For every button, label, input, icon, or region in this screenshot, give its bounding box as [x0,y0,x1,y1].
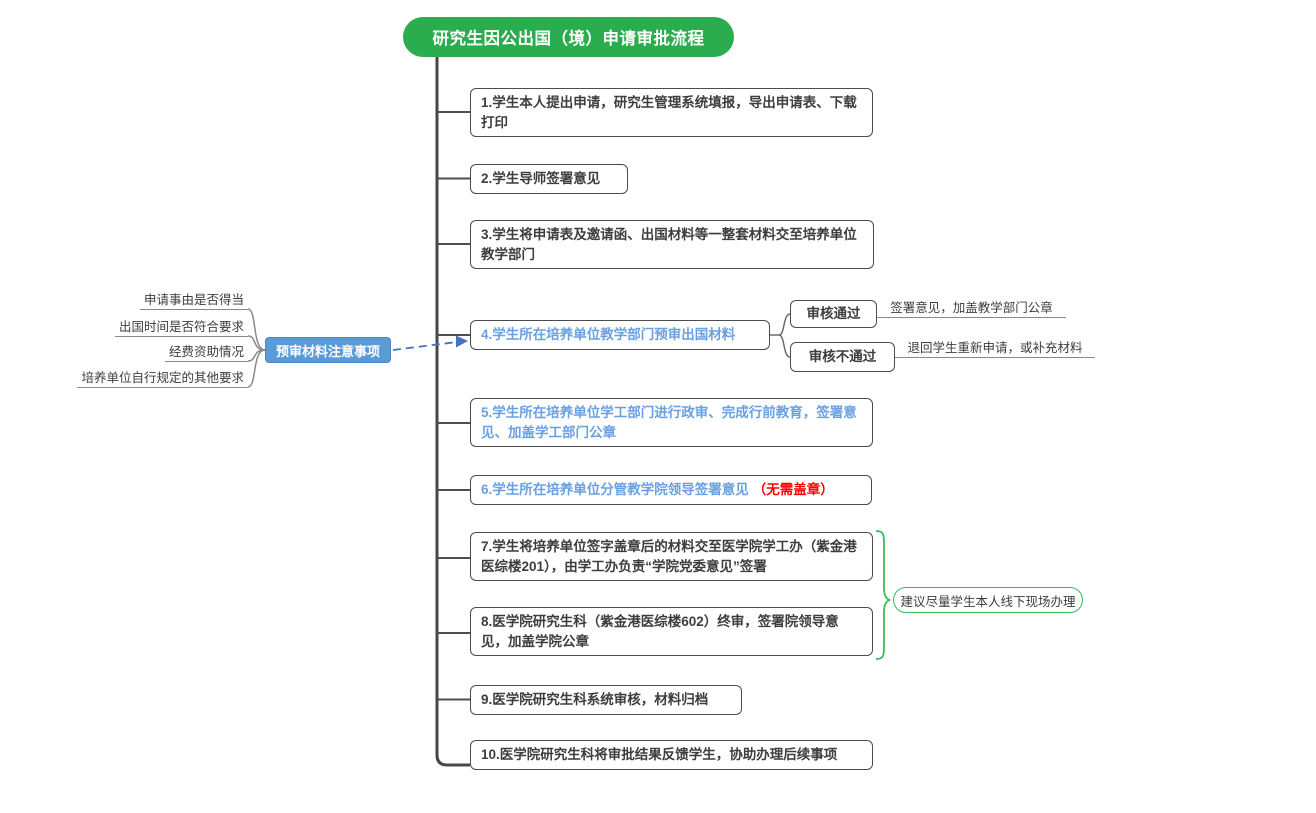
step-1-text: 1.学生本人提出申请，研究生管理系统填报，导出申请表、下载打印 [481,95,857,130]
review-pass-node[interactable]: 审核通过 [790,300,877,328]
dashed-arrow [392,335,468,351]
review-pass-note-text: 签署意见，加盖教学部门公章 [890,301,1053,315]
step-6-text: 6.学生所在培养单位分管教学院领导签署意见 [481,482,749,497]
step-node-8[interactable]: 8.医学院研究生科（紫金港医综楼602）终审，签署院领导意见，加盖学院公章 [470,607,873,656]
step-node-4[interactable]: 4.学生所在培养单位教学部门预审出国材料 [470,320,770,350]
precheck-item-2[interactable]: 出国时间是否符合要求 [114,319,248,337]
review-fork [770,313,791,358]
precheck-item-3[interactable]: 经费资助情况 [164,344,248,362]
precheck-item-4-text: 培养单位自行规定的其他要求 [81,371,244,385]
root-topic-label: 研究生因公出国（境）申请审批流程 [432,30,705,48]
review-pass-note[interactable]: 签署意见，加盖教学部门公章 [877,300,1066,318]
precheck-item-1-text: 申请事由是否得当 [143,293,244,307]
suggestion-pill-text: 建议尽量学生本人线下现场办理 [900,594,1076,609]
review-fail-node[interactable]: 审核不通过 [790,342,895,372]
step-node-10[interactable]: 10.医学院研究生科将审批结果反馈学生，协助办理后续事项 [470,740,873,770]
precheck-item-1[interactable]: 申请事由是否得当 [139,292,248,310]
step-node-9[interactable]: 9.医学院研究生科系统审核，材料归档 [470,685,742,715]
review-fail-note[interactable]: 退回学生重新申请，或补充材料 [895,340,1095,358]
review-fail-note-text: 退回学生重新申请，或补充材料 [907,341,1083,355]
step-node-5[interactable]: 5.学生所在培养单位学工部门进行政审、完成行前教育，签署意见、加盖学工部门公章 [470,398,873,447]
step-7-text: 7.学生将培养单位签字盖章后的材料交至医学院学工办（紫金港医综楼201），由学工… [481,539,857,574]
step-9-text: 9.医学院研究生科系统审核，材料归档 [481,692,709,707]
precheck-item-2-text: 出国时间是否符合要求 [118,320,244,334]
review-pass-label: 审核通过 [806,306,861,322]
trunk-line [435,57,470,767]
step-node-1[interactable]: 1.学生本人提出申请，研究生管理系统填报，导出申请表、下载打印 [470,88,873,137]
step-10-text: 10.医学院研究生科将审批结果反馈学生，协助办理后续事项 [481,747,838,762]
precheck-item-4[interactable]: 培养单位自行规定的其他要求 [77,370,248,388]
step-node-6[interactable]: 6.学生所在培养单位分管教学院领导签署意见（无需盖章） [470,475,872,505]
step-node-2[interactable]: 2.学生导师签署意见 [470,164,628,194]
step-node-3[interactable]: 3.学生将申请表及邀请函、出国材料等一整套材料交至培养单位教学部门 [470,220,874,269]
step-8-text: 8.医学院研究生科（紫金港医综楼602）终审，签署院领导意见，加盖学院公章 [481,614,839,649]
review-fail-label: 审核不通过 [808,349,877,365]
step-3-text: 3.学生将申请表及邀请函、出国材料等一整套材料交至培养单位教学部门 [481,227,857,262]
step-node-7[interactable]: 7.学生将培养单位签字盖章后的材料交至医学院学工办（紫金港医综楼201），由学工… [470,532,873,581]
suggestion-brace [875,530,891,660]
trunk-stubs [437,111,470,701]
precheck-curves [247,308,266,388]
step-6-red-note: （无需盖章） [752,482,834,497]
precheck-note-label: 预审材料注意事项 [275,343,380,359]
step-4-text: 4.学生所在培养单位教学部门预审出国材料 [481,327,736,342]
suggestion-pill[interactable]: 建议尽量学生本人线下现场办理 [893,587,1083,613]
root-topic[interactable]: 研究生因公出国（境）申请审批流程 [403,17,734,57]
step-2-text: 2.学生导师签署意见 [481,171,601,186]
precheck-item-3-text: 经费资助情况 [168,345,244,359]
step-5-text: 5.学生所在培养单位学工部门进行政审、完成行前教育，签署意见、加盖学工部门公章 [481,405,857,440]
precheck-note-node[interactable]: 预审材料注意事项 [265,337,391,363]
